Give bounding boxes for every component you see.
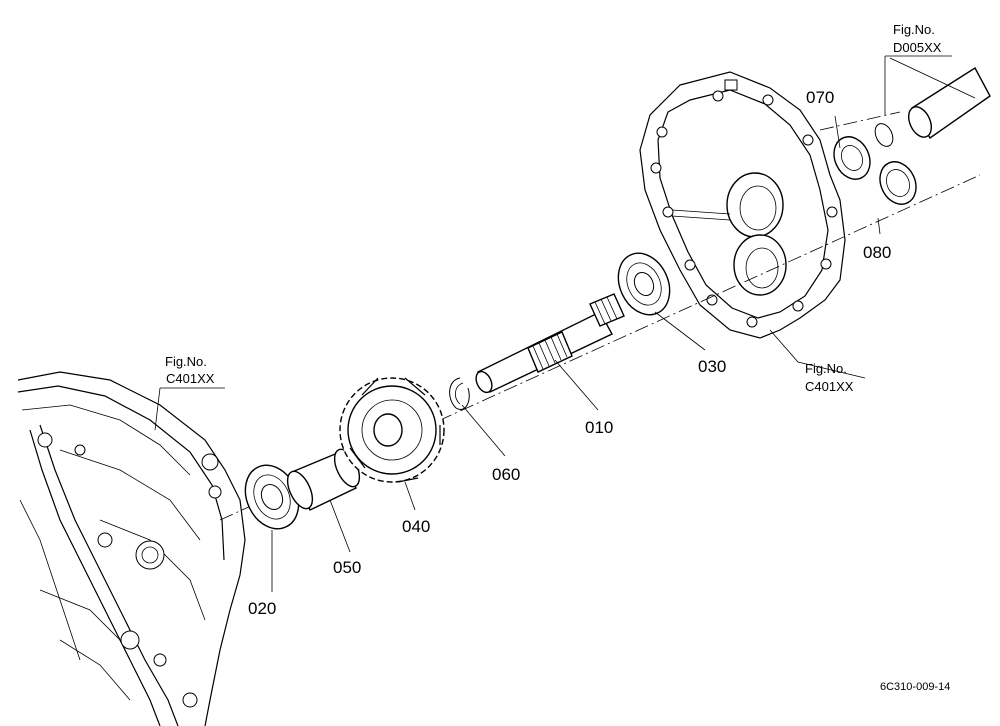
part-040-gear: [339, 377, 445, 483]
part-010-shaft: [475, 293, 625, 394]
part-060-snap-ring: [449, 377, 470, 410]
part-label-070: 070: [806, 88, 834, 107]
right-reference-prefix: Fig.No.: [805, 361, 847, 376]
part-label-030: 030: [698, 357, 726, 376]
right-reference-code: C401XX: [805, 379, 854, 394]
part-label-080: 080: [863, 243, 891, 262]
left-reference-prefix: Fig.No.: [165, 354, 207, 369]
part-label-010: 010: [585, 418, 613, 437]
part-020-bearing: [244, 464, 300, 530]
top-shaft-assembly: [874, 67, 991, 147]
top-reference-prefix: Fig.No.: [893, 22, 935, 37]
leader-lines: [154, 55, 976, 592]
part-030-bearing: [617, 252, 671, 316]
right-transmission-case: [639, 71, 846, 339]
left-transmission-case: [17, 371, 246, 726]
part-label-060: 060: [492, 465, 520, 484]
part-label-050: 050: [333, 558, 361, 577]
part-070-bearing: [833, 136, 871, 180]
part-label-020: 020: [248, 599, 276, 618]
part-label-040: 040: [402, 517, 430, 536]
top-reference-code: D005XX: [893, 40, 942, 55]
drawing-code: 6C310-009-14: [880, 681, 950, 693]
left-reference-code: C401XX: [166, 371, 215, 386]
part-050-collar: [286, 448, 361, 511]
part-080-oil-seal: [879, 161, 917, 205]
